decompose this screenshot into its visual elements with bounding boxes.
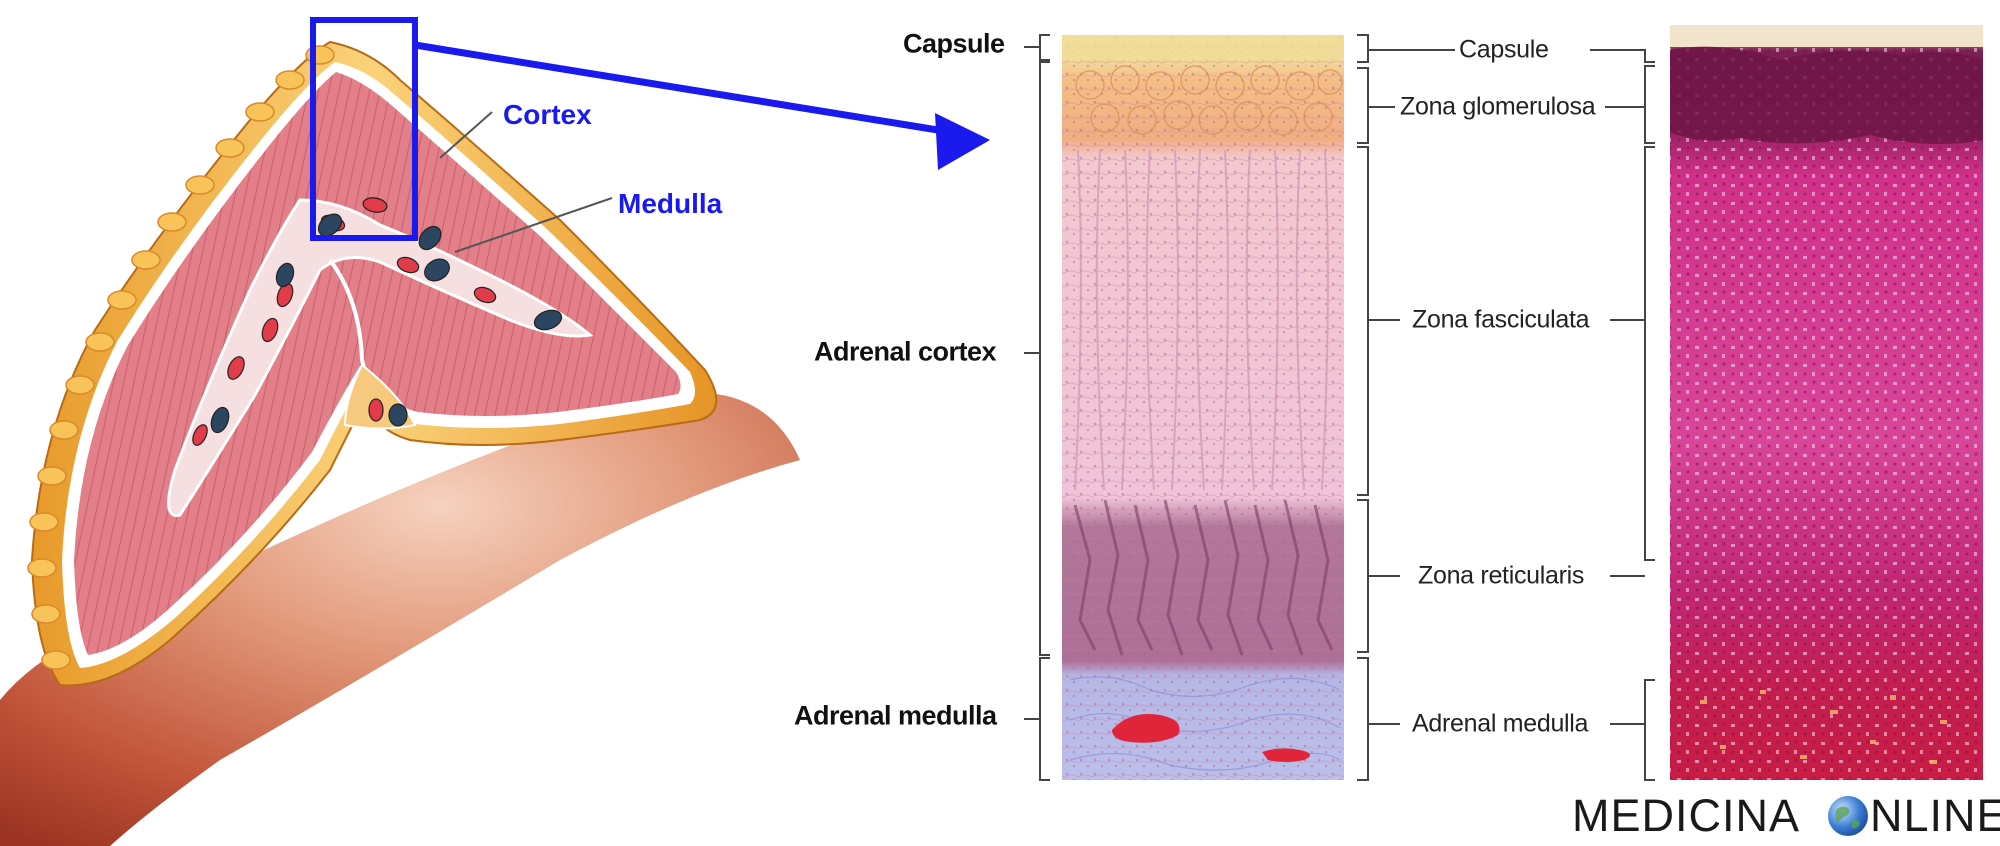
capsule-band — [1062, 35, 1344, 61]
capsule-label-right: Capsule — [1455, 37, 1553, 63]
watermark-text-after: NLINE — [1870, 790, 2000, 841]
zona-reticularis-label: Zona reticularis — [1414, 563, 1589, 589]
illustrated-cortex-column — [1062, 35, 1344, 780]
medulla-pointer-line — [454, 197, 613, 253]
zona-fasciculata-band — [1074, 149, 1329, 491]
adrenal-cortex-label: Adrenal cortex — [814, 336, 997, 367]
watermark-text-before: MEDICINA — [1572, 790, 1801, 841]
zoom-arrow — [414, 41, 990, 170]
medulla-band — [1069, 676, 1341, 771]
zona-glomerulosa-label: Zona glomerulosa — [1396, 94, 1600, 120]
medulla-label: Medulla — [618, 188, 723, 219]
kidney-surface — [0, 392, 800, 846]
right-brackets — [1357, 34, 1655, 781]
adrenal-medulla-label-right: Adrenal medulla — [1408, 711, 1593, 737]
watermark: MEDICINA NLINE — [1572, 793, 2000, 838]
cortex-label: Cortex — [503, 99, 592, 130]
zona-glomerulosa-band — [1075, 65, 1343, 136]
zona-reticularis-band — [1073, 499, 1334, 656]
adrenal-gland-section — [27, 40, 718, 687]
cortex-pointer-line — [439, 111, 493, 159]
zoom-region-box — [310, 17, 418, 241]
adrenal-medulla-label-left: Adrenal medulla — [794, 700, 997, 731]
histology-micrograph — [1670, 25, 1983, 780]
zona-fasciculata-label: Zona fasciculata — [1408, 307, 1594, 333]
capsule-label-left: Capsule — [903, 28, 1005, 59]
left-brackets — [1024, 34, 1050, 781]
globe-icon — [1826, 794, 1870, 838]
